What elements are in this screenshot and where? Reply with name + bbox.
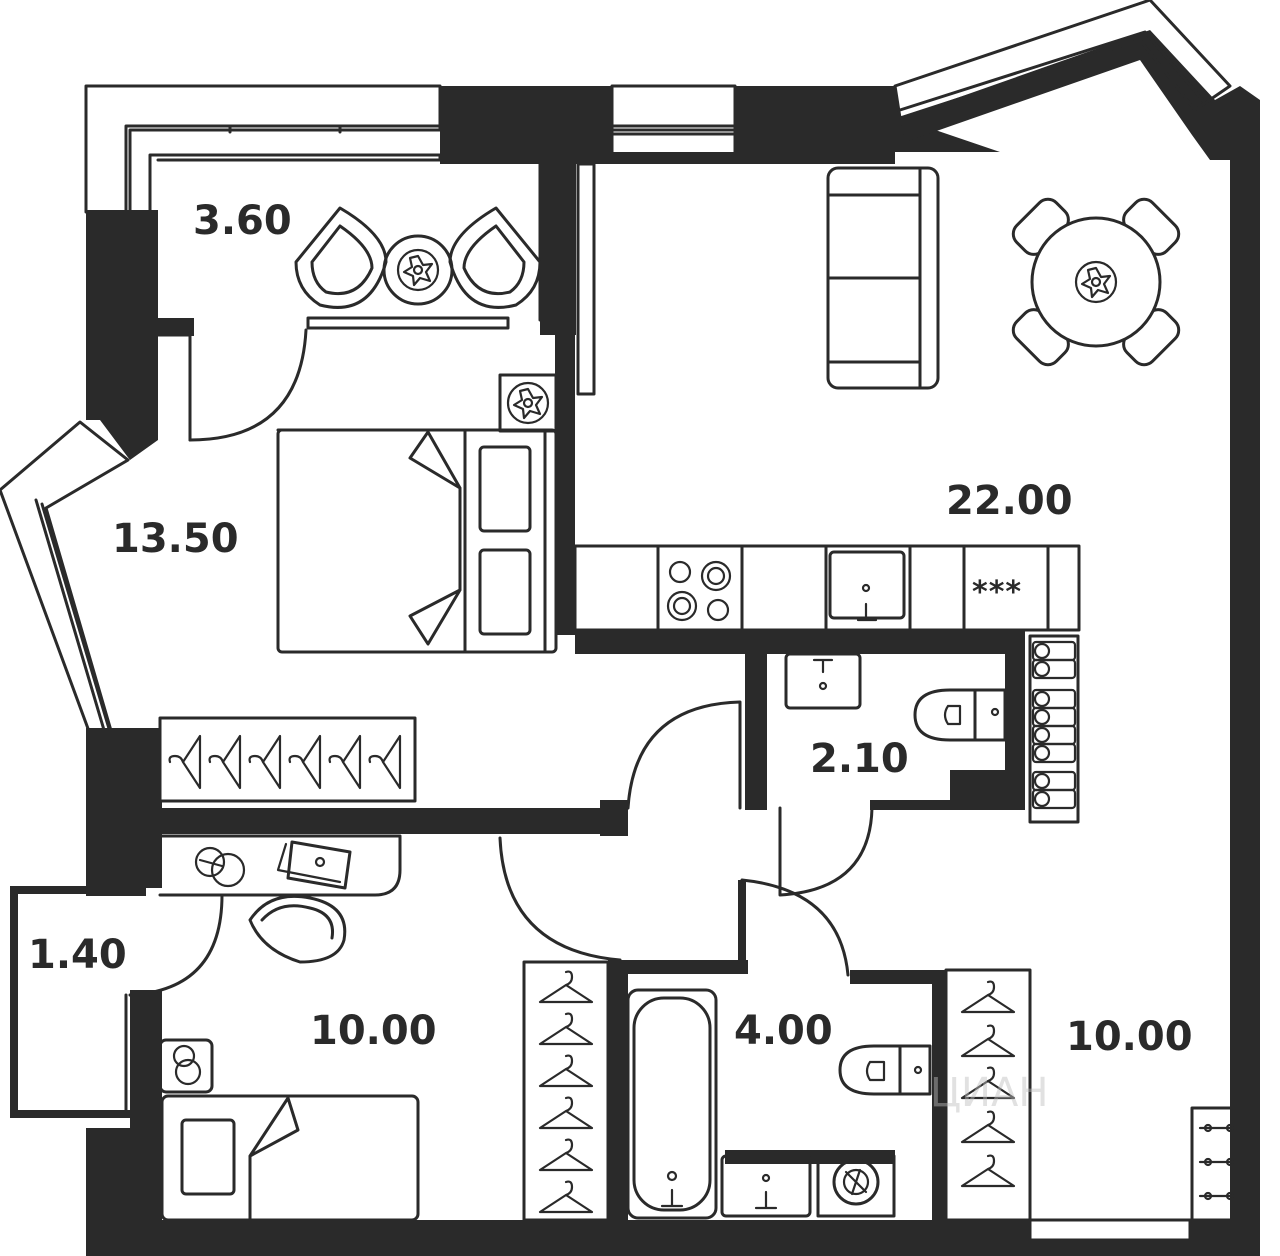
watermark: ЦИАН	[930, 1070, 1048, 1116]
area-hall: 10.00	[1066, 1014, 1193, 1060]
bathroom-furniture	[626, 988, 932, 1220]
shoe-rack-dots	[1198, 1123, 1240, 1201]
fridge-mark: ***	[972, 575, 1022, 610]
towel-rack	[1028, 634, 1080, 824]
area-bedroom-small: 10.00	[310, 1008, 437, 1054]
area-loggia-top: 3.60	[193, 198, 292, 244]
area-bathroom: 4.00	[734, 1008, 833, 1054]
area-wc: 2.10	[810, 736, 909, 782]
small-bedroom-furniture	[158, 840, 610, 1222]
living-furniture: ***	[573, 166, 1181, 632]
area-living-kitchen: 22.00	[946, 478, 1073, 524]
wc-furniture	[784, 652, 1007, 742]
doors	[128, 328, 874, 997]
wardrobe-main	[158, 716, 417, 803]
hall-furniture	[944, 968, 1248, 1222]
walls	[10, 30, 1260, 1256]
area-bedroom-main: 13.50	[112, 516, 239, 562]
loggia-furniture	[294, 206, 542, 309]
bed-main	[276, 373, 558, 654]
area-balcony-left: 1.40	[28, 932, 127, 978]
windows	[0, 0, 1232, 1242]
